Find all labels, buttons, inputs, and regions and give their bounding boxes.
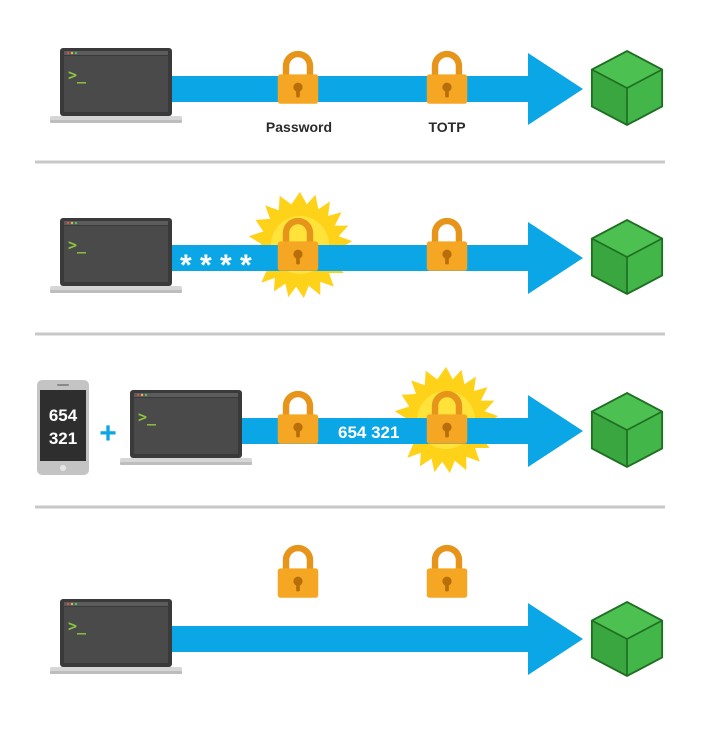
laptop-icon [50,218,182,293]
arrow-head-icon [528,222,583,294]
arrow-head-icon [528,395,583,467]
row-access-granted: >_ [50,548,664,677]
laptop-icon [50,48,182,123]
row-totp-entered: 654 321 + >_ 654 321 [37,366,664,475]
arrow-shaft [170,245,530,271]
terminal-prompt-icon: >_ [138,408,157,426]
server-cube-icon [590,392,664,468]
padlock-icon [427,54,467,104]
totp-label: TOTP [428,119,465,135]
terminal-prompt-icon: >_ [68,66,87,84]
phone-code-line-2: 321 [49,429,77,448]
padlock-icon [278,54,318,104]
padlock-icon [427,221,467,271]
arrow-head-icon [528,53,583,125]
password-stars: * * * * [180,249,252,282]
laptop-icon [120,390,252,465]
server-cube-icon [590,601,664,677]
row-normal-login: >_ Password TOTP [50,48,664,135]
terminal-prompt-icon: >_ [68,617,87,635]
arrow-shaft [170,76,530,102]
laptop-icon [50,599,182,674]
padlock-icon [278,394,318,444]
plus-icon: + [99,417,117,450]
padlock-icon [427,548,467,598]
server-cube-icon [590,50,664,126]
padlock-icon [278,548,318,598]
phone-code-line-1: 654 [49,406,78,425]
row-password-entered: >_ * * * * [50,191,664,299]
terminal-prompt-icon: >_ [68,236,87,254]
smartphone-icon [37,380,89,475]
arrow-head-icon [528,603,583,675]
server-cube-icon [590,219,664,295]
password-label: Password [266,119,332,135]
code-on-arrow: 654 321 [338,423,399,442]
arrow-shaft [170,626,530,652]
